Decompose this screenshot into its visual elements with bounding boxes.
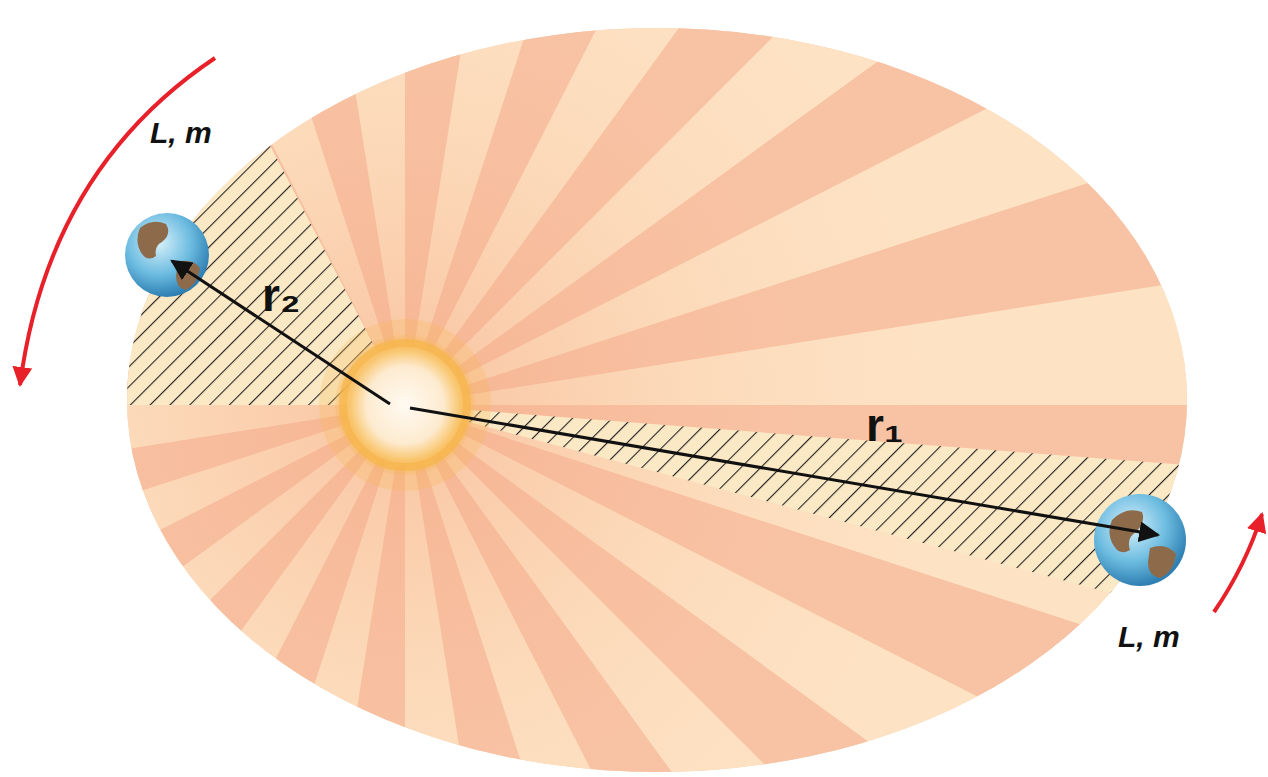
swept-area-right bbox=[405, 405, 1200, 610]
planet-left bbox=[125, 213, 209, 297]
motion-arrow-right bbox=[1214, 514, 1262, 612]
planet-right bbox=[1094, 494, 1186, 586]
planet-label: L, m bbox=[1118, 622, 1180, 652]
sun bbox=[335, 335, 475, 475]
sun-ring bbox=[343, 343, 467, 467]
radius-vector-r2 bbox=[172, 261, 390, 404]
radius-vector-r1 bbox=[410, 408, 1158, 535]
planet-label: L, m bbox=[150, 118, 212, 148]
motion-arrow-left bbox=[20, 58, 215, 385]
radius-label: r₂ bbox=[262, 272, 300, 318]
radius-label: r₁ bbox=[866, 402, 903, 448]
sun-halo bbox=[319, 319, 491, 491]
swept-areas bbox=[100, 130, 1200, 610]
